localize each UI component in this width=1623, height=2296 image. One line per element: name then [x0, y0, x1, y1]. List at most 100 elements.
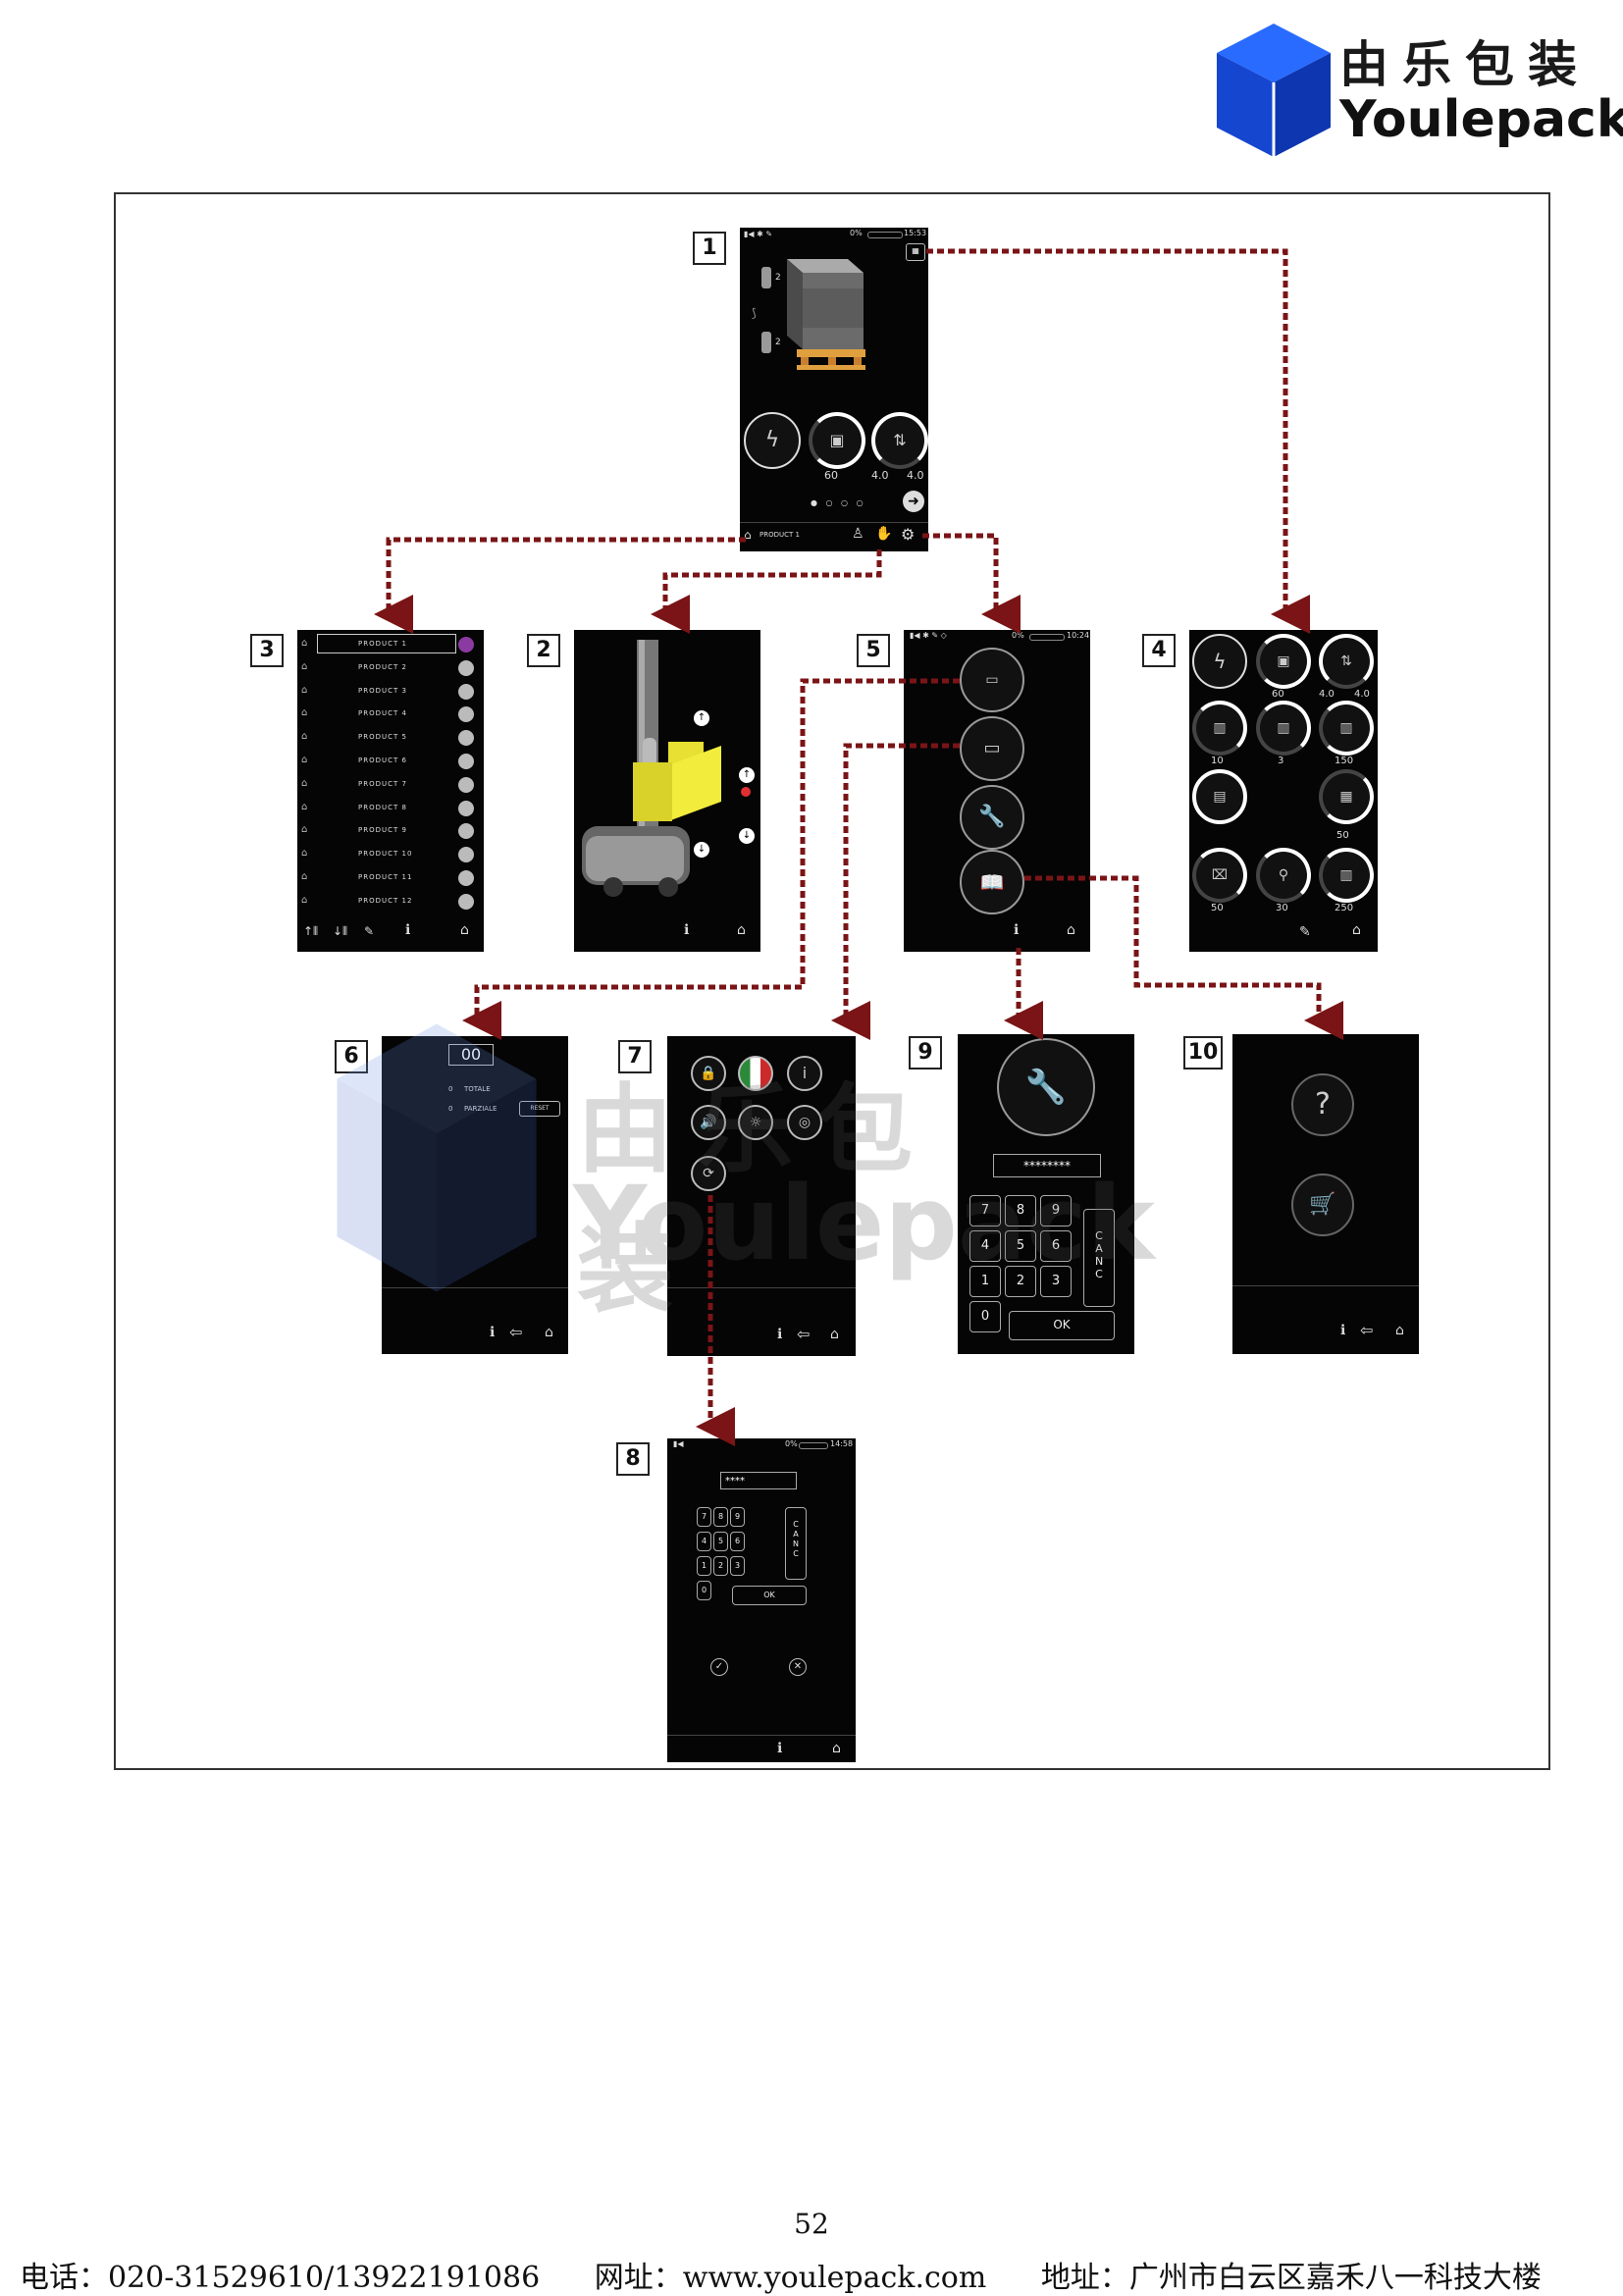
keypad-key[interactable]: 4 [697, 1532, 711, 1551]
home-icon[interactable]: ⌂ [830, 1327, 839, 1342]
product-row[interactable]: ⌂PRODUCT 4 [297, 705, 484, 727]
speed-button[interactable]: ▣ [809, 412, 865, 469]
reset-button[interactable]: RESET [519, 1101, 560, 1117]
product-select-icon[interactable] [458, 659, 474, 676]
product-select-icon[interactable] [458, 776, 474, 793]
display-button[interactable]: ▭ [960, 716, 1024, 781]
volume-icon[interactable]: 🔊 [691, 1105, 726, 1140]
key-reset-icon[interactable]: ⟳ [691, 1156, 726, 1191]
down-arrow-icon[interactable]: ↓ [694, 842, 709, 858]
keypad-key[interactable]: 3 [730, 1556, 745, 1576]
product-row[interactable]: ⌂PRODUCT 12 [297, 893, 484, 914]
layer-bottom-button[interactable]: ▥ [1192, 701, 1247, 756]
keypad-key[interactable]: 7 [969, 1195, 1001, 1226]
back-arrow-icon[interactable]: ⇦ [509, 1323, 523, 1341]
stop-dot-icon[interactable] [741, 787, 751, 797]
keypad-key[interactable]: 1 [697, 1556, 711, 1576]
product-select-icon[interactable] [458, 683, 474, 700]
film-length-button[interactable]: ▥ [1319, 848, 1374, 903]
product-row[interactable]: ⌂PRODUCT 8 [297, 800, 484, 821]
prestretch-button[interactable]: ⚲ [1256, 848, 1311, 903]
product-row[interactable]: ⌂PRODUCT 1 [297, 636, 484, 657]
sort-down-icon[interactable]: ↓⫴ [333, 924, 348, 938]
keypad-key[interactable]: 6 [1040, 1230, 1072, 1262]
wrap-mode-button[interactable]: ϟ [1192, 634, 1247, 689]
language-flag-icon[interactable] [738, 1056, 773, 1091]
product-row[interactable]: ⌂PRODUCT 6 [297, 753, 484, 774]
keypad-key[interactable]: 9 [1040, 1195, 1072, 1226]
product-select-icon[interactable] [458, 847, 474, 863]
keypad-key[interactable]: 3 [1040, 1266, 1072, 1297]
up-arrow-icon[interactable]: ↑ [694, 710, 709, 726]
hand-icon[interactable]: ✋ [875, 526, 893, 542]
carriage-button[interactable]: ⇅ [871, 412, 928, 469]
keypad-key[interactable]: 6 [730, 1532, 745, 1551]
product-select-icon[interactable] [458, 800, 474, 816]
keypad-key[interactable]: 1 [969, 1266, 1001, 1297]
product-row[interactable]: ⌂PRODUCT 3 [297, 683, 484, 704]
info-icon[interactable]: ℹ [684, 922, 690, 938]
info-icon[interactable]: ℹ [490, 1325, 496, 1340]
confirm-icon[interactable]: ✓ [710, 1658, 728, 1676]
info-icon[interactable]: ℹ [777, 1327, 783, 1342]
keypad-key[interactable]: 9 [730, 1507, 745, 1527]
next-arrow-icon[interactable]: ➜ [903, 491, 924, 512]
operator-icon[interactable]: ♙ [852, 526, 864, 542]
sort-up-icon[interactable]: ↑⫴ [303, 924, 319, 938]
keypad-key[interactable]: 0 [969, 1301, 1001, 1332]
product-select-icon[interactable] [458, 754, 474, 769]
home-icon[interactable]: ⌂ [737, 922, 746, 938]
overlap-button[interactable]: ▥ [1319, 701, 1374, 756]
tension-button[interactable]: ⌧ [1192, 848, 1247, 903]
keypad-key[interactable]: 8 [713, 1507, 728, 1527]
product-row[interactable]: ⌂PRODUCT 2 [297, 659, 484, 681]
info-icon[interactable]: ℹ [405, 922, 411, 938]
product-select-icon[interactable] [458, 637, 474, 652]
home-icon[interactable]: ⌂ [1395, 1323, 1404, 1338]
help-icon[interactable]: ? [1291, 1073, 1354, 1136]
cancel-icon[interactable]: ✕ [789, 1658, 807, 1676]
canc-button[interactable]: C A N C [1083, 1209, 1115, 1307]
height-button[interactable]: ▦ [1319, 769, 1374, 824]
keypad-key[interactable]: 2 [1005, 1266, 1036, 1297]
product-select-icon[interactable] [458, 823, 474, 840]
product-row[interactable]: ⌂PRODUCT 9 [297, 822, 484, 844]
home-icon[interactable]: ⌂ [460, 922, 469, 938]
home-icon[interactable]: ⌂ [1067, 922, 1075, 938]
password-field[interactable]: **** [720, 1472, 797, 1489]
grid-menu-icon[interactable]: ▦ [906, 243, 925, 261]
gear-icon[interactable]: ⚙ [901, 525, 916, 544]
product-name[interactable]: PRODUCT 1 [759, 531, 800, 539]
wrap-mode-button[interactable]: ϟ [744, 412, 801, 469]
keypad-key[interactable]: 5 [713, 1532, 728, 1551]
keypad-key[interactable]: 4 [969, 1230, 1001, 1262]
info-icon[interactable]: ℹ [1014, 922, 1020, 938]
manual-button[interactable]: 📖 [960, 850, 1024, 914]
info-icon[interactable]: i [787, 1056, 822, 1091]
keypad-key[interactable]: 0 [697, 1581, 711, 1600]
product-select-icon[interactable] [458, 730, 474, 747]
password-field[interactable]: ******** [993, 1154, 1101, 1177]
canc-button[interactable]: C A N C [785, 1507, 807, 1580]
product-row[interactable]: ⌂PRODUCT 7 [297, 776, 484, 798]
lock-icon[interactable]: 🔒 [691, 1056, 726, 1091]
keypad-key[interactable]: 5 [1005, 1230, 1036, 1262]
down-arrow-icon[interactable]: ↓ [739, 828, 755, 844]
back-arrow-icon[interactable]: ⇦ [1360, 1321, 1374, 1339]
product-row[interactable]: ⌂PRODUCT 11 [297, 869, 484, 891]
info-icon[interactable]: ℹ [777, 1741, 783, 1756]
up-arrow-icon[interactable]: ↑ [739, 767, 755, 783]
product-row[interactable]: ⌂PRODUCT 10 [297, 846, 484, 867]
carriage-button[interactable]: ⇅ [1319, 634, 1374, 689]
top-sheet-button[interactable]: ▤ [1192, 769, 1247, 824]
home-icon[interactable]: ⌂ [1352, 922, 1361, 938]
edit-icon[interactable]: ✎ [364, 924, 375, 938]
footer-website[interactable]: 网址：www.youlepack.com [594, 2261, 987, 2295]
home-icon[interactable]: ⌂ [545, 1325, 553, 1340]
info-icon[interactable]: ⌂ [744, 528, 752, 542]
product-row[interactable]: ⌂PRODUCT 5 [297, 729, 484, 751]
keypad-key[interactable]: 8 [1005, 1195, 1036, 1226]
ok-button[interactable]: OK [732, 1586, 807, 1605]
counter-button[interactable]: ▭ [960, 648, 1024, 712]
layer-top-button[interactable]: ▥ [1256, 701, 1311, 756]
